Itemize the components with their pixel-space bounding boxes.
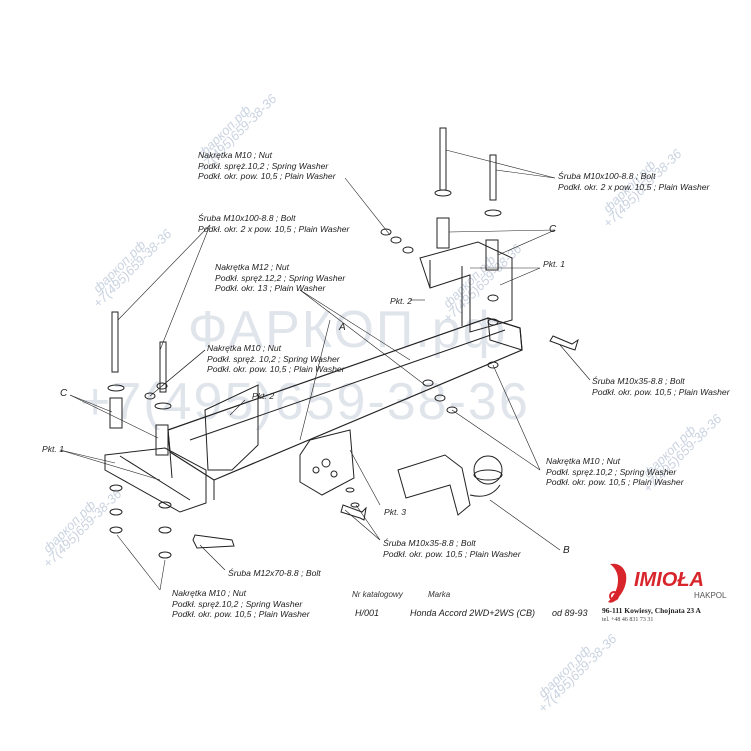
label-line: Śruba M10x35-8.8 ; Bolt bbox=[383, 538, 476, 548]
label-line: Podkł. spręż.10,2 ; Spring Washer bbox=[546, 466, 677, 477]
logo-text: IMIOŁA bbox=[634, 569, 704, 591]
leader-lines bbox=[59, 149, 591, 591]
label-line: Podkł. okr. 13 ; Plain Washer bbox=[215, 283, 326, 293]
bolt-left-label: Śruba M10x100-8.8 ; Bolt Podkł. okr. 2 x… bbox=[198, 213, 349, 234]
label-line: Nakrętka M10 ; Nut bbox=[546, 456, 621, 466]
label-line: Nakrętka M10 ; Nut bbox=[198, 150, 273, 160]
brand-tel: tel. +48 46 831 73 31 bbox=[602, 617, 654, 623]
nut-mid-label: Nakrętka M10 ; Nut Podkł. spręż. 10,2 ; … bbox=[207, 343, 345, 375]
label-line: Podkł. okr. pow. 10,5 ; Plain Washer bbox=[546, 477, 684, 487]
callout-b: B bbox=[563, 545, 570, 556]
pkt3-label: Pkt. 3 bbox=[384, 507, 406, 517]
label-line: Nakrętka M10 ; Nut bbox=[207, 343, 282, 353]
label-line: Podkł. okr. 2 x pow. 10,5 ; Plain Washer bbox=[198, 223, 350, 234]
year-value: od 89-93 bbox=[552, 608, 588, 618]
nut-right-label: Nakrętka M10 ; Nut Podkł. spręż.10,2 ; S… bbox=[546, 456, 684, 488]
pkt1-right-label: Pkt. 1 bbox=[543, 259, 565, 269]
bolts bbox=[109, 127, 499, 456]
brand-address: 96-111 Kowiesy, Chojnata 23 A bbox=[602, 606, 701, 615]
bolt-m12x70-label: Śruba M12x70-8.8 ; Bolt bbox=[228, 568, 321, 579]
pkt2-top-label: Pkt. 2 bbox=[390, 296, 412, 306]
bolt-right-label: Śruba M10x100-8.8 ; Bolt Podkł. okr. 2 x… bbox=[558, 171, 709, 192]
label-line: Podkł. spręż.10,2 ; Spring Washer bbox=[198, 160, 329, 171]
label-line: Podkł. spręż. 10,2 ; Spring Washer bbox=[207, 353, 340, 364]
label-line: Podkł. spręż.12,2 ; Spring Washer bbox=[215, 272, 346, 283]
label-line: Śruba M10x35-8.8 ; Bolt bbox=[592, 376, 685, 386]
label-line: Podkł. okr. pow. 10,5 ; Plain Washer bbox=[172, 609, 310, 619]
label-line: Śruba M10x100-8.8 ; Bolt bbox=[558, 171, 656, 181]
label-line: Podkł. okr. 2 x pow. 10,5 ; Plain Washer bbox=[558, 181, 710, 192]
imiola-logo: IMIOŁA HAKPOL bbox=[608, 563, 727, 603]
callout-a: A bbox=[339, 322, 346, 333]
label-line: Śruba M12x70-8.8 ; Bolt bbox=[228, 568, 321, 578]
socket-plate bbox=[299, 429, 355, 496]
washers-nuts bbox=[107, 189, 502, 559]
callout-c-left: C bbox=[60, 388, 68, 399]
towball-neck bbox=[397, 454, 503, 516]
bolt-m10x35-bottom-label: Śruba M10x35-8.8 ; Bolt Podkł. okr. pow.… bbox=[383, 538, 521, 559]
label-line: Nakrętka M12 ; Nut bbox=[215, 262, 290, 272]
logo-sub: HAKPOL bbox=[694, 591, 727, 600]
label-line: Podkł. okr. pow. 10,5 ; Plain Washer bbox=[383, 548, 521, 559]
pkt1-left-label: Pkt. 1 bbox=[42, 444, 64, 454]
nut-top-label: Nakrętka M10 ; Nut Podkł. spręż.10,2 ; S… bbox=[198, 150, 336, 182]
catalog-caption: Nr katalogowy bbox=[352, 590, 403, 599]
side-bolts bbox=[192, 335, 579, 549]
pkt2-mid-label: Pkt. 2 bbox=[252, 391, 274, 401]
label-line: Podkł. okr. pow. 10,5 ; Plain Washer bbox=[198, 171, 336, 181]
label-line: Podkł. spręż.10,2 ; Spring Washer bbox=[172, 598, 303, 609]
callout-c-right: C bbox=[549, 224, 557, 235]
marka-value: Honda Accord 2WD+2WS (CB) bbox=[410, 608, 535, 618]
center-bracket bbox=[204, 384, 259, 471]
nut-bottom-label: Nakrętka M10 ; Nut Podkł. spręż.10,2 ; S… bbox=[172, 588, 310, 620]
label-line: Podkł. okr. pow. 10,5 ; Plain Washer bbox=[592, 386, 730, 397]
label-line: Nakrętka M10 ; Nut bbox=[172, 588, 247, 598]
main-crossbar bbox=[167, 317, 523, 500]
catalog-value: H/001 bbox=[355, 608, 380, 618]
right-bracket bbox=[419, 241, 513, 333]
marka-caption: Marka bbox=[428, 590, 451, 599]
bolt-m10x35-right-label: Śruba M10x35-8.8 ; Bolt Podkł. okr. pow.… bbox=[592, 376, 730, 397]
left-bracket bbox=[104, 447, 207, 513]
label-line: Podkł. okr. pow. 10,5 ; Plain Washer bbox=[207, 364, 345, 374]
label-line: Śruba M10x100-8.8 ; Bolt bbox=[198, 213, 296, 223]
nut-m12-label: Nakrętka M12 ; Nut Podkł. spręż.12,2 ; S… bbox=[215, 262, 345, 294]
